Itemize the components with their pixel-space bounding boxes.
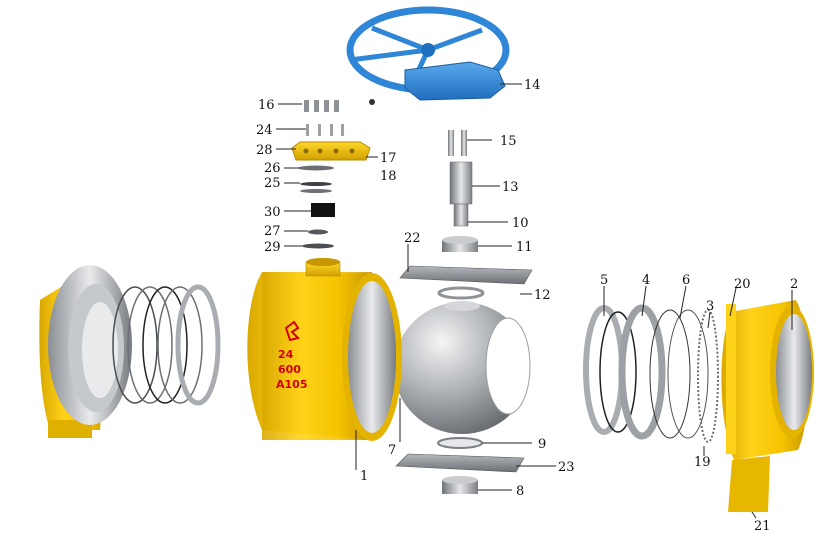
left-end-cap bbox=[39, 265, 132, 438]
callout-7: 7 bbox=[388, 443, 396, 458]
bottom-plate-23 bbox=[395, 453, 525, 473]
callout-27: 27 bbox=[264, 224, 281, 239]
callout-20: 20 bbox=[734, 277, 751, 292]
callout-13: 13 bbox=[502, 180, 519, 195]
callout-18: 18 bbox=[380, 169, 397, 184]
callout-26: 26 bbox=[264, 161, 281, 176]
manufacturer-logo bbox=[284, 320, 300, 342]
callout-9: 9 bbox=[538, 437, 546, 452]
body-marking-material: A105 bbox=[276, 378, 307, 391]
callout-16: 16 bbox=[258, 98, 275, 113]
left-seat-rings bbox=[112, 284, 221, 406]
stem-seal-stack bbox=[298, 165, 335, 249]
callout-5: 5 bbox=[600, 273, 608, 288]
callout-4: 4 bbox=[642, 273, 650, 288]
callout-23: 23 bbox=[558, 460, 575, 475]
callout-21: 21 bbox=[754, 519, 771, 534]
callout-17: 17 bbox=[380, 151, 397, 166]
bolts-16 bbox=[304, 100, 339, 112]
ring-12 bbox=[437, 286, 485, 300]
callout-28: 28 bbox=[256, 143, 273, 158]
callout-3: 3 bbox=[706, 299, 714, 314]
callout-24: 24 bbox=[256, 123, 273, 138]
ball bbox=[394, 301, 531, 434]
callout-10: 10 bbox=[512, 216, 529, 231]
studs-24 bbox=[306, 124, 344, 136]
ring-9 bbox=[437, 437, 483, 449]
top-flange bbox=[291, 141, 371, 161]
callout-11: 11 bbox=[516, 240, 533, 255]
leader-lines bbox=[276, 83, 793, 519]
body-marking-class: 600 bbox=[278, 363, 301, 376]
callout-25: 25 bbox=[264, 176, 281, 191]
callout-12: 12 bbox=[534, 288, 551, 303]
bushing-11 bbox=[442, 236, 478, 252]
callout-22: 22 bbox=[404, 231, 421, 246]
bushing-8 bbox=[442, 476, 478, 494]
stem-keys bbox=[448, 130, 467, 156]
stem bbox=[449, 161, 473, 227]
body-marking-size: 24 bbox=[278, 348, 294, 361]
callout-19: 19 bbox=[694, 455, 711, 470]
callout-14: 14 bbox=[524, 78, 541, 93]
handwheel-gearbox bbox=[346, 6, 510, 105]
callout-labels: 14 16 24 28 17 18 26 25 30 27 29 15 13 1… bbox=[256, 78, 798, 534]
callout-8: 8 bbox=[516, 484, 524, 499]
callout-30: 30 bbox=[264, 205, 281, 220]
callout-6: 6 bbox=[682, 273, 690, 288]
callout-2: 2 bbox=[790, 277, 798, 292]
callout-15: 15 bbox=[500, 134, 517, 149]
right-end-cap bbox=[721, 300, 814, 512]
top-plate-22 bbox=[399, 265, 533, 285]
right-seat-rings bbox=[583, 304, 719, 443]
callout-29: 29 bbox=[264, 240, 281, 255]
callout-1: 1 bbox=[360, 469, 368, 484]
valve-body: 24 600 A105 bbox=[247, 258, 402, 441]
